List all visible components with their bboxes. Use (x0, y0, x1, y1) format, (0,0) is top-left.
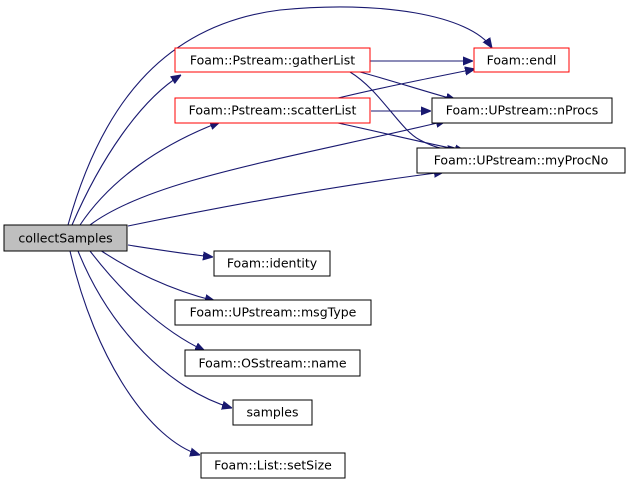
node-gatherlist[interactable]: Foam::Pstream::gatherList (174, 47, 371, 73)
edge-collectsamples-to-myprocno (127, 172, 444, 227)
edge-collectsamples-to-msgtype (99, 249, 215, 301)
edge-collectsamples-to-nprocs (89, 121, 446, 226)
node-setsize[interactable]: Foam::List::setSize (200, 452, 346, 479)
node-scatterlist[interactable]: Foam::Pstream::scatterList (174, 97, 371, 124)
node-myprocno[interactable]: Foam::UPstream::myProcNo (416, 147, 626, 174)
node-label: samples (247, 405, 299, 420)
edge-scatterlist-to-myprocno (337, 122, 465, 151)
edge-collectsamples-to-identity (127, 244, 213, 257)
edges (67, 6, 492, 455)
edge-collectsamples-to-samples (77, 250, 232, 408)
node-msgtype[interactable]: Foam::UPstream::msgType (174, 299, 372, 326)
edge-collectsamples-to-setsize (69, 250, 200, 455)
node-label: Foam::identity (227, 256, 318, 271)
node-label: Foam::OSstream::name (198, 356, 346, 371)
edge-collectsamples-to-scatterlist (79, 122, 220, 226)
edge-gatherlist-to-nprocs (359, 71, 456, 100)
node-name[interactable]: Foam::OSstream::name (184, 349, 361, 377)
edge-collectsamples-to-name (89, 250, 205, 351)
node-label: Foam::UPstream::msgType (190, 305, 357, 320)
node-label: collectSamples (18, 231, 112, 246)
edge-scatterlist-to-endl (329, 69, 475, 101)
node-samples[interactable]: samples (232, 399, 313, 426)
edge-collectsamples-to-gatherlist (71, 75, 181, 226)
node-label: Foam::UPstream::nProcs (446, 103, 598, 118)
node-collectsamples[interactable]: collectSamples (3, 224, 128, 252)
edge-collectsamples-to-endl (67, 6, 492, 226)
node-label: Foam::Pstream::gatherList (190, 53, 355, 68)
node-nprocs[interactable]: Foam::UPstream::nProcs (431, 97, 613, 124)
node-endl[interactable]: Foam::endl (473, 47, 570, 73)
node-label: Foam::List::setSize (214, 458, 332, 473)
node-label: Foam::endl (487, 53, 557, 68)
node-identity[interactable]: Foam::identity (213, 250, 331, 277)
node-label: Foam::UPstream::myProcNo (434, 153, 609, 168)
node-label: Foam::Pstream::scatterList (189, 103, 357, 118)
